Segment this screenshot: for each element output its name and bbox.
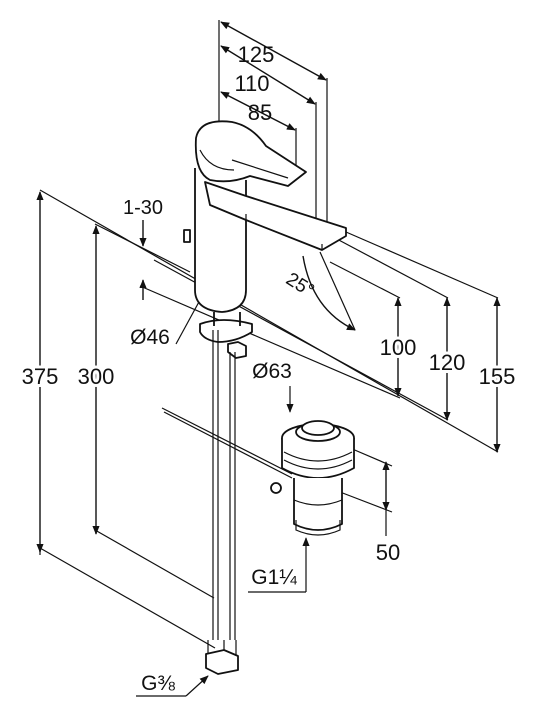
dim-dia63-label: Ø63 [252,360,292,383]
dim-50-label: 50 [376,540,400,565]
dim-100-label: 100 [380,335,417,360]
dim-300-label: 300 [78,364,115,389]
dim-375-label: 375 [22,364,59,389]
dim-85-label: 85 [248,100,272,125]
dimension-labels: 125 110 85 1-30 Ø46 25° 100 120 155 375 … [19,42,519,695]
faucet-body [183,120,347,359]
thread-g1-1-4-label: G1¼ [251,566,297,589]
supply-hoses [205,330,239,675]
dimension-lines [36,21,501,697]
dim-155-label: 155 [479,364,516,389]
dim-120-label: 120 [429,350,466,375]
dim-dia46-label: Ø46 [130,326,170,349]
pop-up-rod [161,407,293,494]
drain-valve [281,420,355,536]
dim-angle25-label: 25° [282,269,317,302]
dim-125-label: 125 [238,42,275,67]
dim-110-label: 110 [234,71,269,96]
thread-g3-8-label: G⅜ [141,672,175,695]
dim-1-30-label: 1-30 [123,197,163,219]
